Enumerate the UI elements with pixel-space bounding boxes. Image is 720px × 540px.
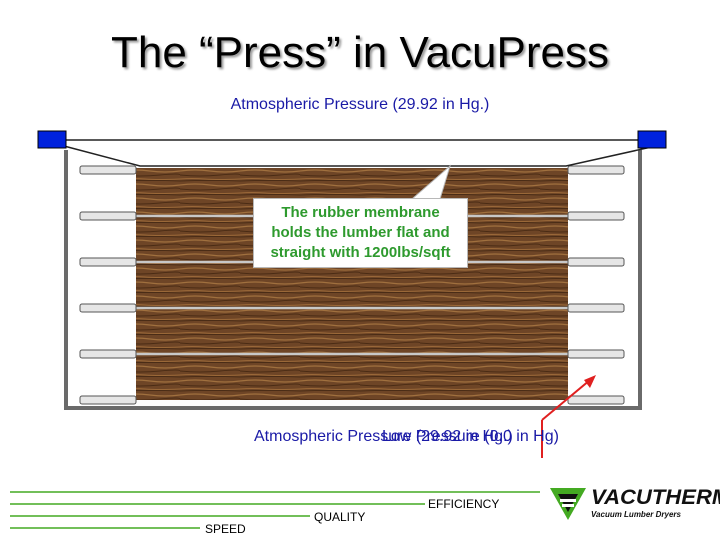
top-pressure-label: Atmospheric Pressure (29.92 in Hg.) bbox=[230, 96, 490, 113]
right-clamp bbox=[637, 130, 667, 149]
efficiency-label: EFFICIENCY bbox=[428, 497, 500, 511]
vacuum-arrow bbox=[541, 375, 596, 458]
membrane-callout: The rubber membrane holds the lumber fla… bbox=[253, 198, 468, 268]
callout-line: The rubber membrane bbox=[281, 204, 440, 221]
quality-label: QUALITY bbox=[314, 510, 366, 524]
logo-mark-icon bbox=[550, 488, 586, 520]
callout-line: holds the lumber flat and bbox=[271, 224, 450, 241]
bottom-pressure-label: Atmospheric Pressure (29.92 in Hg.) bbox=[254, 428, 513, 445]
vacutherm-logo: VACUTHERM Vacuum Lumber Dryers bbox=[548, 484, 720, 526]
rubber-membrane bbox=[63, 139, 657, 167]
callout-line: straight with 1200lbs/sqft bbox=[270, 244, 451, 261]
logo-word: VACUTHERM bbox=[591, 486, 720, 509]
low-pressure-label: Low Pressure (0.0 in Hg) bbox=[382, 428, 559, 445]
footer-lines bbox=[10, 491, 540, 529]
vacuum-chamber bbox=[64, 150, 642, 410]
speed-label: SPEED bbox=[205, 522, 246, 536]
slide-title: The “Press” in VacuPress bbox=[110, 28, 609, 77]
right-plates bbox=[567, 165, 625, 405]
left-plates bbox=[79, 165, 137, 405]
left-clamp bbox=[37, 130, 67, 149]
logo-subtitle: Vacuum Lumber Dryers bbox=[591, 510, 681, 519]
